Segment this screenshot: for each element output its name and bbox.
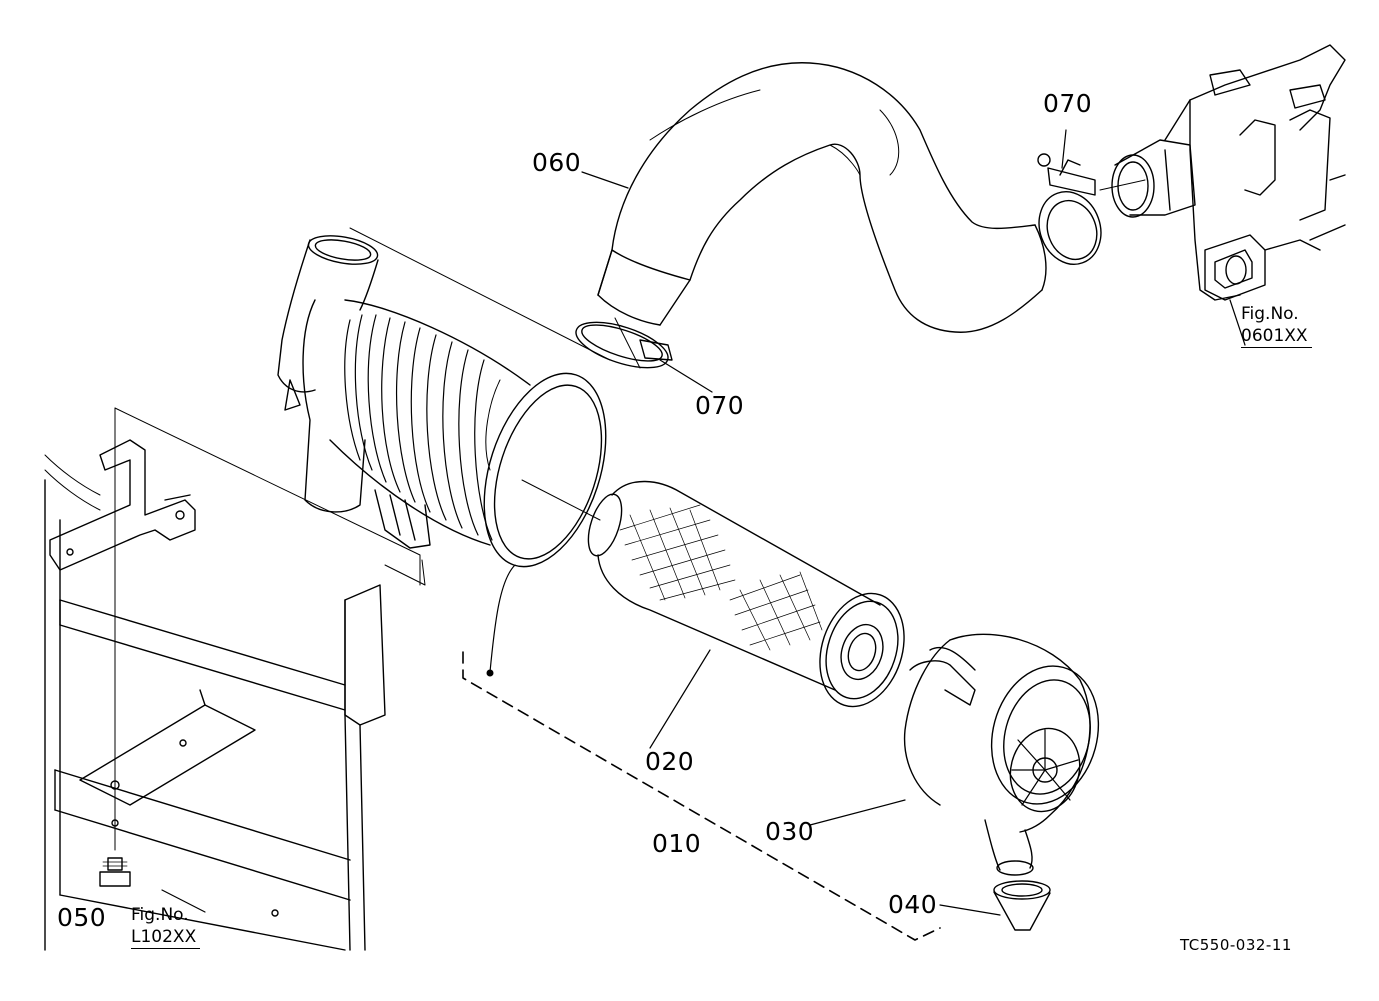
part-label-010: 010 — [652, 829, 702, 858]
hose-clamp-070-upper — [1029, 130, 1111, 273]
hose-clamp-070-lower — [571, 313, 712, 392]
part-label-060: 060 — [532, 148, 582, 177]
filter-element-020 — [582, 481, 918, 748]
leader-lines — [162, 172, 1245, 912]
evacuator-valve-040 — [940, 881, 1050, 930]
intake-manifold — [1100, 45, 1345, 300]
fig-ref-number: L102XX — [131, 926, 201, 949]
fig-ref-l102xx: Fig.No. L102XX — [131, 904, 201, 949]
part-label-070-lower: 070 — [695, 391, 745, 420]
mounting-frame — [45, 408, 420, 950]
part-label-040: 040 — [888, 890, 938, 919]
hose-060 — [598, 63, 1046, 332]
part-label-020: 020 — [645, 747, 695, 776]
fig-ref-label: Fig.No. — [131, 905, 189, 925]
bolt-050 — [100, 540, 130, 886]
fig-ref-number: 0601XX — [1241, 325, 1312, 348]
assembly-group-line-010 — [463, 565, 940, 940]
part-label-030: 030 — [765, 817, 815, 846]
fig-ref-label: Fig.No. — [1241, 304, 1299, 324]
air-cleaner-body — [278, 228, 628, 585]
drawing-code: TC550-032-11 — [1180, 936, 1292, 954]
reference-dot — [486, 669, 494, 677]
part-label-050: 050 — [57, 903, 107, 932]
fig-ref-0601xx: Fig.No. 0601XX — [1241, 303, 1312, 348]
cover-030 — [810, 634, 1113, 875]
part-label-070-upper: 070 — [1043, 89, 1093, 118]
